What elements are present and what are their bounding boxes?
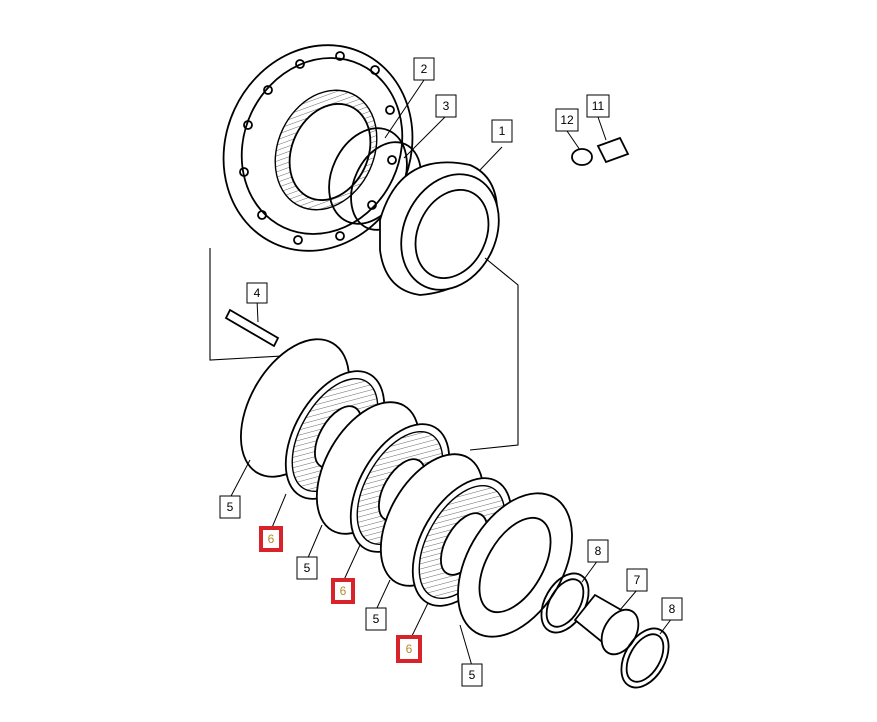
svg-text:5: 5 xyxy=(227,500,234,514)
callout-5d: 5 xyxy=(461,663,483,687)
callout-6c: 6 xyxy=(396,635,422,663)
disc-stack xyxy=(240,338,573,638)
svg-text:5: 5 xyxy=(304,561,311,575)
svg-text:5: 5 xyxy=(373,612,380,626)
callout-6a: 6 xyxy=(259,526,283,552)
housing-flange xyxy=(222,44,414,252)
piston-1 xyxy=(379,161,500,296)
fitting-12 xyxy=(571,148,593,166)
svg-text:12: 12 xyxy=(560,113,574,127)
svg-text:3: 3 xyxy=(443,99,450,113)
callout-2: 2 xyxy=(413,57,435,81)
svg-text:1: 1 xyxy=(499,124,506,138)
svg-text:4: 4 xyxy=(254,286,261,300)
svg-text:8: 8 xyxy=(595,544,602,558)
flange-bolt-holes xyxy=(239,51,397,245)
svg-text:6: 6 xyxy=(268,532,275,546)
spline-hub-7 xyxy=(573,593,640,656)
callout-5a: 5 xyxy=(219,495,241,519)
callout-7: 7 xyxy=(626,568,648,592)
svg-text:11: 11 xyxy=(592,99,605,113)
callout-3: 3 xyxy=(435,94,457,118)
leader-lines xyxy=(229,79,673,667)
callout-12: 12 xyxy=(555,108,579,132)
svg-text:7: 7 xyxy=(634,573,641,587)
callout-4: 4 xyxy=(246,282,268,304)
svg-text:6: 6 xyxy=(340,584,347,598)
pin-4 xyxy=(224,308,280,348)
svg-text:6: 6 xyxy=(406,642,413,656)
callout-8b: 8 xyxy=(661,597,683,621)
callout-8a: 8 xyxy=(587,539,609,563)
callout-11: 11 xyxy=(586,94,610,118)
callout-5c: 5 xyxy=(365,607,387,631)
callout-1: 1 xyxy=(491,119,513,143)
svg-text:2: 2 xyxy=(421,62,428,76)
svg-text:5: 5 xyxy=(469,668,476,682)
snap-ring-8b xyxy=(620,627,670,689)
fitting-11 xyxy=(596,136,630,164)
callout-5b: 5 xyxy=(296,556,318,580)
callout-6b: 6 xyxy=(331,578,355,604)
assembly-frame xyxy=(209,248,301,361)
svg-text:8: 8 xyxy=(669,602,676,616)
